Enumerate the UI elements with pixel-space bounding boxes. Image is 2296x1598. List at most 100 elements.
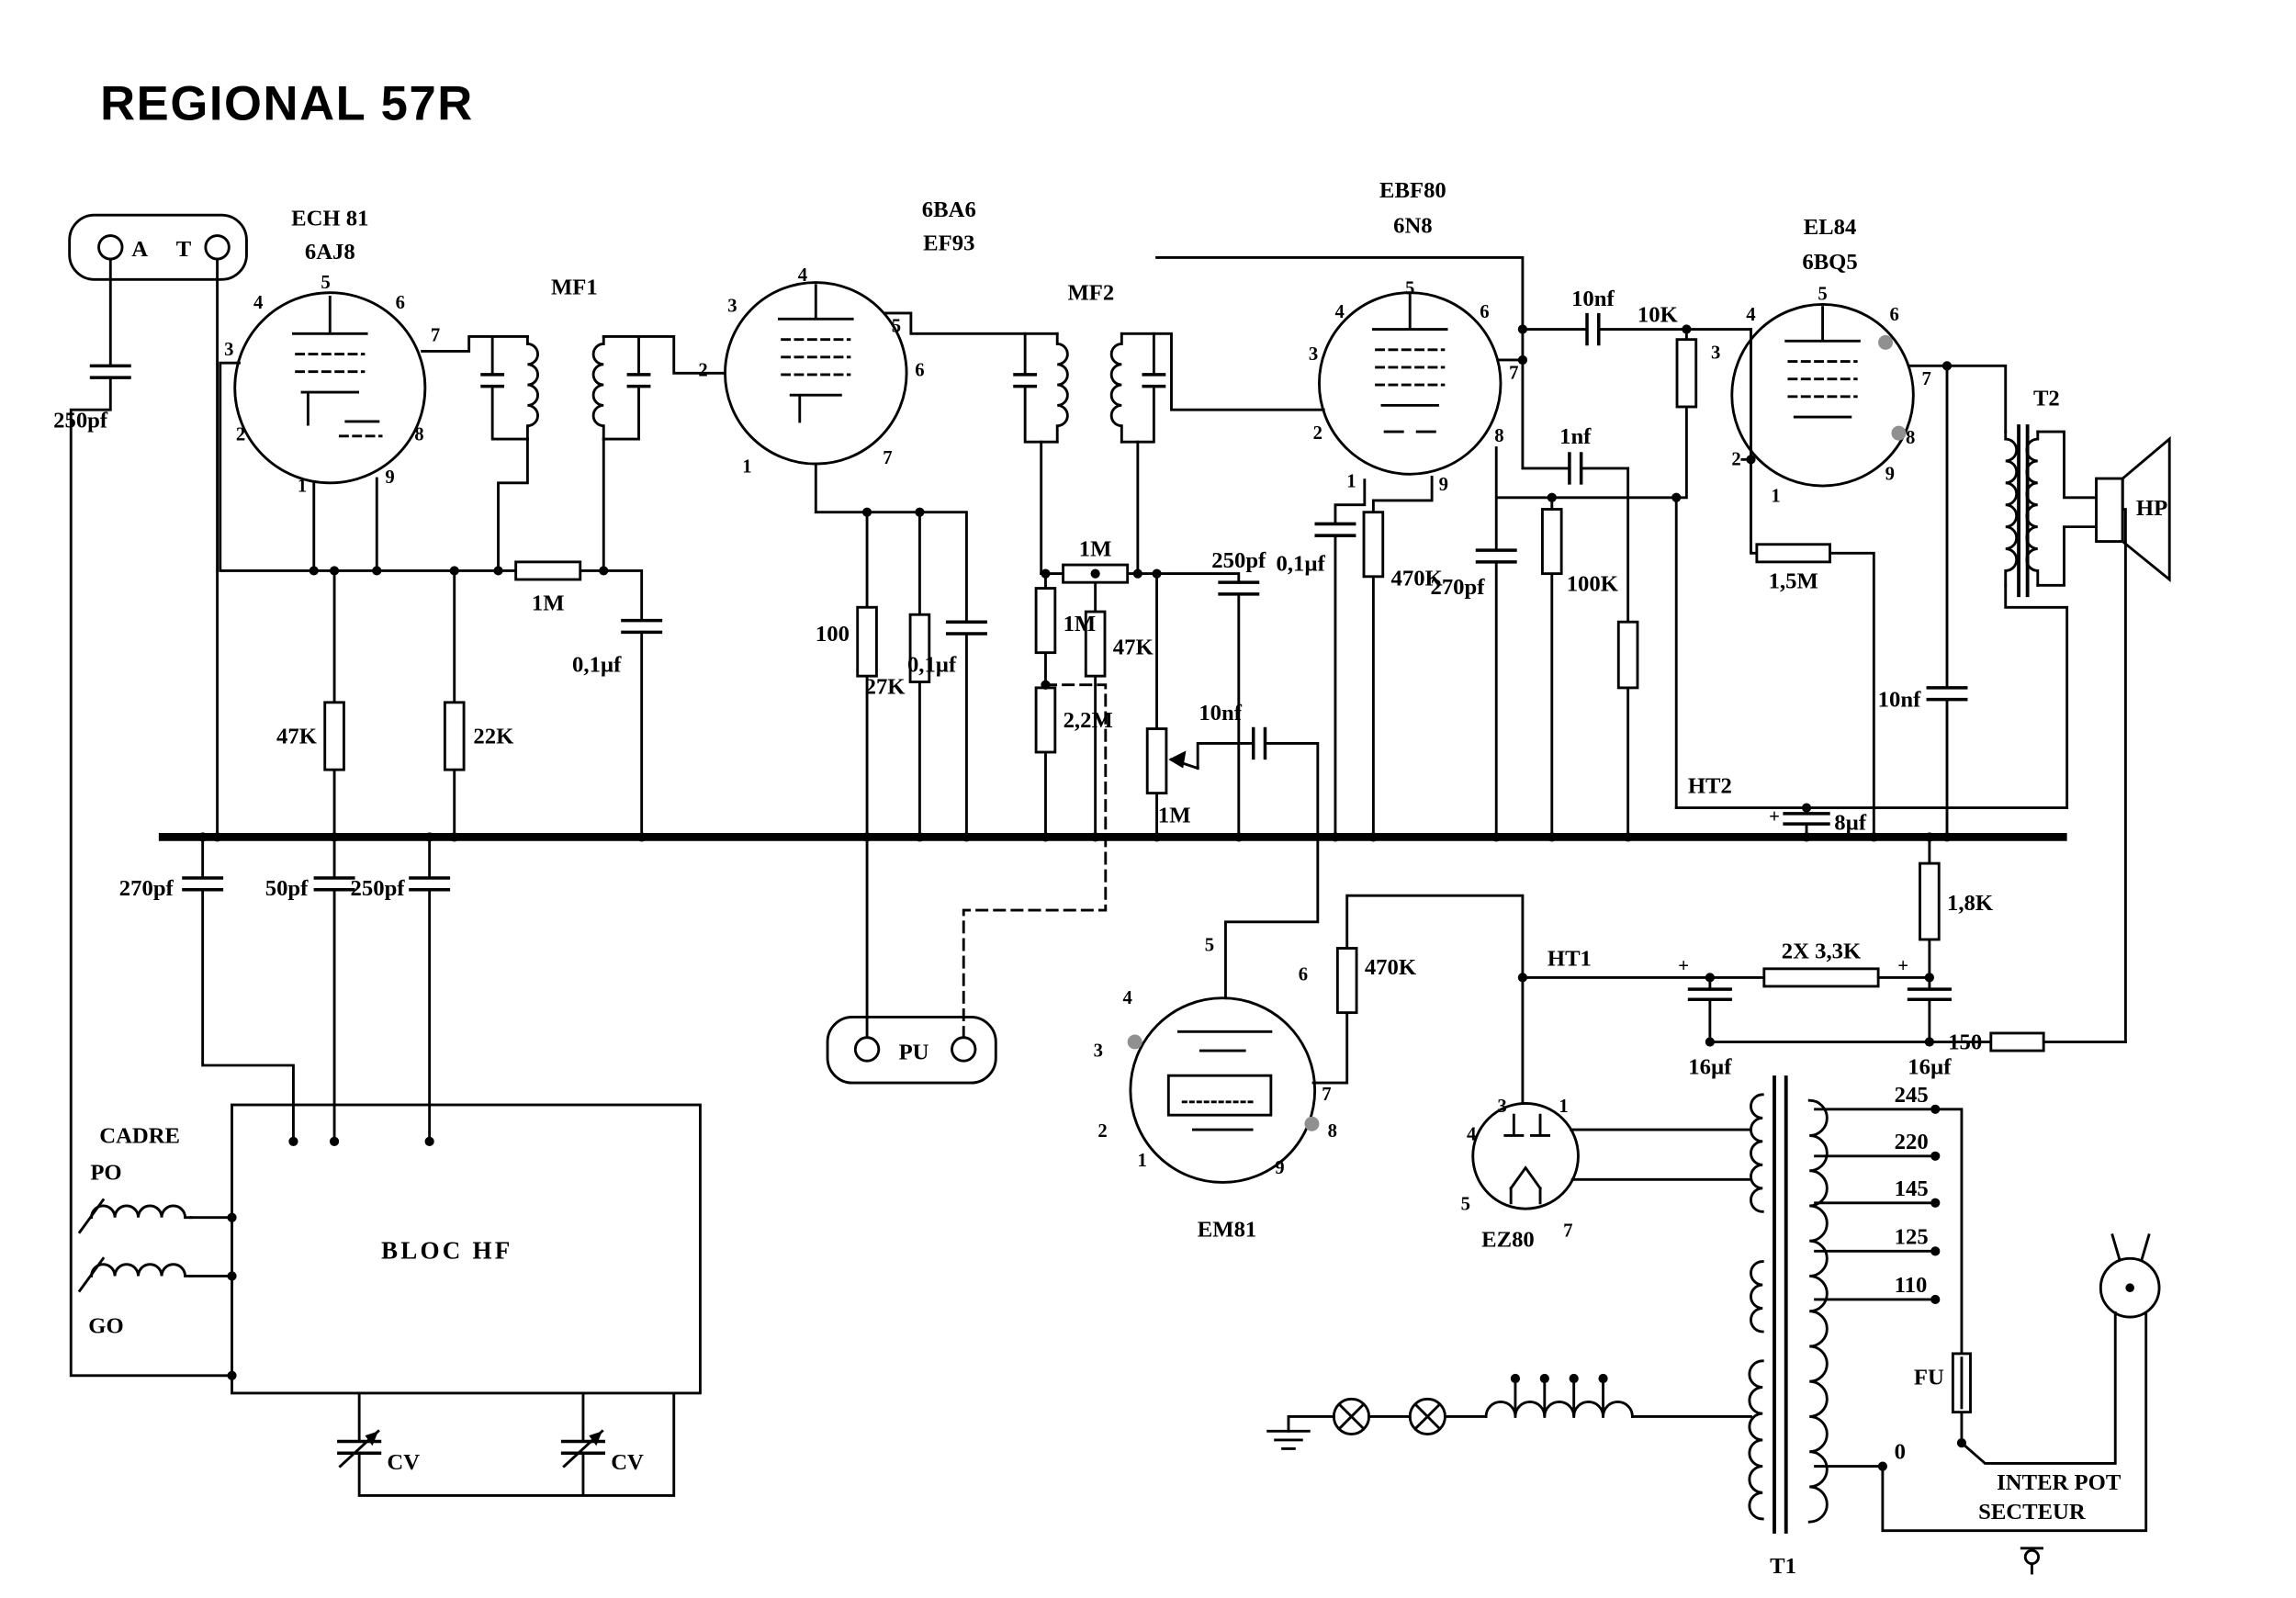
resistor-100k xyxy=(1540,508,1563,576)
pin-label: 9 xyxy=(1885,465,1895,485)
junction-dots xyxy=(197,324,1967,1471)
antenna-a-label: A xyxy=(131,237,148,262)
tube3-name: EBF80 xyxy=(1379,178,1446,203)
c-8uf-label: 8µf xyxy=(1834,810,1867,835)
pin-label: 3 xyxy=(1711,343,1720,363)
resistor-47k xyxy=(323,701,345,771)
pin-label: 1 xyxy=(742,457,751,478)
r-27k-label: 27K xyxy=(865,674,906,699)
pin-label: 9 xyxy=(1275,1158,1284,1178)
pu-terminal-2 xyxy=(951,1036,977,1063)
c-16uf-1-label: 16µf xyxy=(1688,1055,1732,1080)
pin-label: 2 xyxy=(1731,450,1740,470)
pu-label: PU xyxy=(899,1041,929,1065)
pin-label: 2 xyxy=(1313,423,1322,444)
resistor-470k-grid xyxy=(1616,620,1639,690)
mains-section xyxy=(1951,1256,2161,1565)
t1-label: T1 xyxy=(1770,1554,1796,1579)
r-22k-label: 22K xyxy=(473,724,514,748)
r-1m-osc-label: 1M xyxy=(532,591,565,615)
pin-label: 5 xyxy=(321,273,330,293)
resistor-100 xyxy=(856,605,878,678)
c-01b-label: 0,1µf xyxy=(907,652,957,677)
speaker xyxy=(2095,435,2171,583)
pin-label: 2 xyxy=(698,361,707,381)
pin-label: 8 xyxy=(1328,1121,1337,1142)
r-470k-em-label: 470K xyxy=(1365,955,1417,980)
tap-125: 125 xyxy=(1895,1224,1929,1249)
pin-label: 4 xyxy=(798,265,807,286)
tap-220: 220 xyxy=(1895,1130,1929,1154)
tap-0: 0 xyxy=(1895,1440,1906,1465)
c-50pf-blk-label: 50pf xyxy=(265,876,309,901)
pin-label: 4 xyxy=(1467,1124,1476,1144)
mf1-transformer xyxy=(490,335,640,441)
pin-label: 6 xyxy=(1480,302,1489,322)
pin-label: 5 xyxy=(1461,1195,1470,1215)
el84-pin6-dot xyxy=(1878,334,1894,350)
pu-terminal-1 xyxy=(853,1036,881,1063)
r-1m-v-label: 1M xyxy=(1064,612,1097,636)
tube6-name: EZ80 xyxy=(1481,1228,1535,1253)
r-1m-h-label: 1M xyxy=(1079,536,1112,561)
pin-label: 5 xyxy=(1818,285,1827,305)
r-100k-label: 100K xyxy=(1567,572,1619,597)
antenna-connector xyxy=(68,213,248,281)
r-470k-c-label: 470K xyxy=(1391,566,1444,591)
pin-label: 2 xyxy=(236,425,245,445)
pin-label: 3 xyxy=(1309,344,1318,365)
c-1nf-label: 1nf xyxy=(1559,424,1592,449)
speaker-coil xyxy=(2095,477,2124,543)
c-01a-label: 0,1µf xyxy=(572,652,622,677)
tube-6ba6 xyxy=(724,281,908,466)
pin-label: 1 xyxy=(1346,472,1356,492)
ht2-label: HT2 xyxy=(1688,774,1732,799)
plus-sign: + xyxy=(1769,806,1780,827)
resistor-150 xyxy=(1989,1031,2045,1052)
pin-label: 6 xyxy=(1889,305,1898,325)
tube1-alt: 6AJ8 xyxy=(305,240,355,264)
em81-pin3-dot xyxy=(1127,1034,1142,1050)
pin-label: 3 xyxy=(727,296,737,316)
resistor-2-2m xyxy=(1034,686,1057,754)
resistor-2x3-3k xyxy=(1762,967,1880,988)
c-270pf-label: 270pf xyxy=(1430,575,1485,600)
c-10nf-tone-label: 10nf xyxy=(1878,688,1921,713)
antenna-terminal-t xyxy=(204,234,231,261)
tube-em81 xyxy=(1127,996,1320,1184)
hp-label: HP xyxy=(2136,496,2167,521)
cadre-label: CADRE xyxy=(99,1123,180,1148)
pin-label: 3 xyxy=(1094,1041,1103,1061)
resistor-1-8k xyxy=(1919,861,1941,941)
t1-transformer xyxy=(1748,1075,1829,1534)
pin-label: 7 xyxy=(1322,1085,1331,1105)
speaker-horn xyxy=(2121,435,2171,583)
pin-label: 4 xyxy=(1335,302,1345,322)
tube1-name: ECH 81 xyxy=(291,206,368,231)
pin-label: 7 xyxy=(1509,364,1518,384)
cap-ant-label: 250pf xyxy=(53,408,108,433)
pin-label: 1 xyxy=(1137,1151,1146,1171)
wiring-input-converter xyxy=(69,257,726,1378)
wiring-if-amp xyxy=(814,311,1325,838)
pu-shielded-wire xyxy=(962,683,1108,1040)
pin-label: 1 xyxy=(1559,1097,1568,1117)
pin-label: 1 xyxy=(1771,487,1780,507)
pin-label: 6 xyxy=(915,361,924,381)
wiring-power xyxy=(1287,1108,2151,1575)
pin-label: 9 xyxy=(1439,475,1448,495)
c-10nf-det-label: 10nf xyxy=(1199,701,1242,726)
bloc-hf-label: BLOC HF xyxy=(381,1236,512,1264)
volume-potentiometer xyxy=(1145,727,1168,795)
pin-label: 3 xyxy=(224,340,233,360)
plus-sign: + xyxy=(1678,956,1689,976)
po-label: PO xyxy=(90,1160,121,1185)
r-47k-det-label: 47K xyxy=(1113,635,1154,659)
r-150-label: 150 xyxy=(1948,1030,1982,1054)
tube-ez80 xyxy=(1471,1101,1580,1210)
pin-label: 7 xyxy=(1563,1221,1572,1241)
resistor-470k-cathode xyxy=(1362,511,1385,579)
antenna-socket xyxy=(68,213,248,281)
